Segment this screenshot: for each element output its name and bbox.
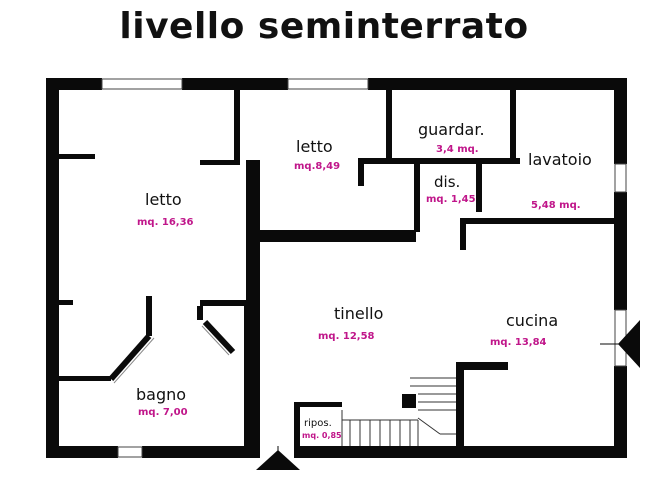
room-cucina: cucina mq. 13,84 <box>490 311 558 348</box>
room-name: letto <box>296 137 333 156</box>
diagonal-door <box>113 325 230 384</box>
room-ripostiglio: ripos. mq. 0,85 <box>302 418 342 440</box>
plan-title: livello seminterrato <box>119 6 529 47</box>
room-name: tinello <box>334 304 383 323</box>
room-name: cucina <box>506 311 558 330</box>
room-name: dis. <box>434 173 460 191</box>
room-area: mq. 0,85 <box>302 431 342 440</box>
staircase <box>341 377 456 446</box>
room-name: bagno <box>136 385 186 404</box>
room-area: mq.8,49 <box>294 161 340 172</box>
room-name: lavatoio <box>528 150 592 169</box>
room-guardaroba: guardar. 3,4 mq. <box>418 120 485 155</box>
room-lavatoio: lavatoio 5,48 mq. <box>528 150 592 211</box>
room-letto-1: letto mq. 16,36 <box>137 190 194 228</box>
interior-walls <box>59 88 620 458</box>
room-area: mq. 7,00 <box>138 407 188 418</box>
room-area: mq. 16,36 <box>137 217 194 228</box>
room-area: 3,4 mq. <box>436 144 479 155</box>
room-area: 5,48 mq. <box>531 200 581 211</box>
room-area: mq. 13,84 <box>490 337 547 348</box>
room-disimpegno: dis. mq. 1,45 <box>426 173 476 205</box>
room-name: ripos. <box>304 418 332 429</box>
room-tinello: tinello mq. 12,58 <box>318 304 383 342</box>
room-letto-2: letto mq.8,49 <box>294 137 340 172</box>
room-area: mq. 1,45 <box>426 194 476 205</box>
outer-walls <box>46 78 627 458</box>
room-bagno: bagno mq. 7,00 <box>136 385 188 418</box>
room-name: guardar. <box>418 120 485 139</box>
room-name: letto <box>145 190 182 209</box>
diagonal-walls <box>108 306 236 381</box>
room-area: mq. 12,58 <box>318 331 375 342</box>
